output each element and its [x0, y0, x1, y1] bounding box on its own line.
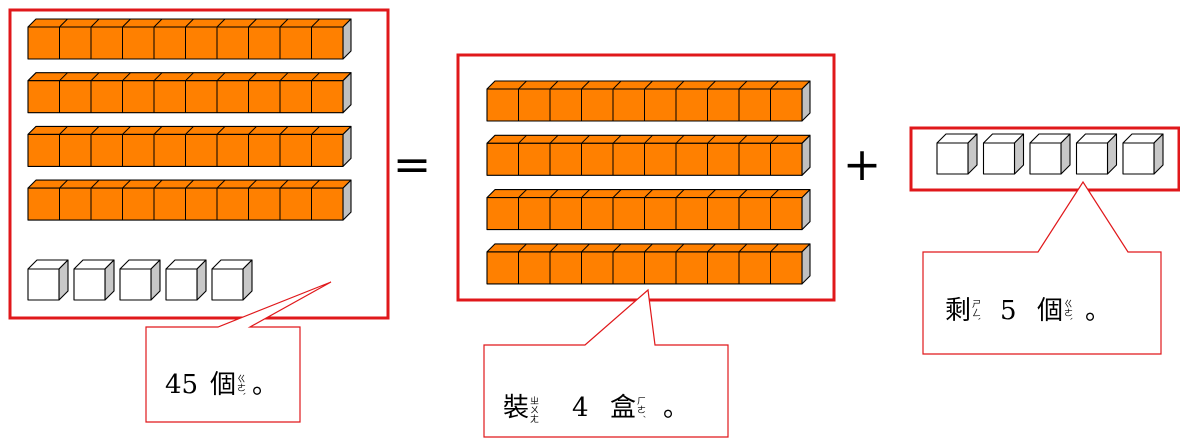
callout-remainder-char2: 個 [1037, 296, 1063, 326]
remainder-unit-cube-3 [1029, 133, 1071, 175]
total-ten-rod-3 [27, 125, 352, 167]
total-ten-rod-4 [27, 179, 352, 221]
plus-sign: + [843, 137, 882, 191]
callout-total-number: 45 [165, 370, 198, 400]
callout-remainder-bubble [922, 180, 1162, 355]
total-unit-cube-4 [165, 259, 207, 301]
boxes-ten-rod-1 [486, 80, 811, 122]
callout-total-char: 個 [210, 370, 236, 400]
callout-boxes-ruby1: ㄓㄨㄤ [528, 396, 539, 423]
total-ten-rod-2 [27, 72, 352, 114]
boxes-ten-rod-4 [486, 243, 811, 285]
callout-total-end: 。 [252, 370, 278, 400]
total-group-frame [8, 8, 390, 320]
boxes-ten-rod-2 [486, 134, 811, 176]
callout-total-bubble [145, 281, 332, 423]
callout-boxes-ruby2: ㄏㄜˊ [635, 396, 646, 419]
remainder-unit-cube-2 [982, 133, 1025, 175]
total-unit-cube-1 [27, 259, 69, 301]
callout-remainder-number: 5 [1000, 296, 1017, 326]
remainder-unit-cube-5 [1122, 133, 1164, 175]
callout-boxes-bubble [483, 288, 729, 438]
callout-remainder-ruby2: ㄍㄜˋ [1062, 299, 1073, 322]
remainder-unit-cube-1 [936, 133, 978, 175]
boxes-ten-rod-3 [486, 189, 811, 231]
remainder-unit-cube-4 [1075, 133, 1118, 175]
total-ten-rod-1 [27, 18, 352, 60]
callout-boxes-number: 4 [572, 393, 589, 423]
callout-remainder-char1: 剩 [945, 296, 971, 326]
remainder-group-frame [909, 126, 1180, 192]
callout-boxes-char2: 盒 [610, 393, 636, 423]
callout-boxes-char1: 裝 [503, 393, 529, 423]
equals-sign: = [393, 137, 432, 191]
callout-boxes-end: 。 [663, 393, 689, 423]
callout-total-ruby: ㄍㄜˋ [235, 374, 246, 397]
callout-remainder-end: 。 [1085, 296, 1111, 326]
total-unit-cube-2 [73, 259, 115, 301]
callout-remainder: 剩 ㄕㄥˋ 5 個 ㄍㄜˋ 。 [922, 180, 1162, 355]
base-ten-blocks [27, 18, 1164, 301]
total-unit-cube-5 [211, 259, 253, 301]
callout-boxes: 裝 ㄓㄨㄤ 4 盒 ㄏㄜˊ 。 [483, 288, 729, 438]
callout-total: 45 個 ㄍㄜˋ 。 [145, 281, 332, 423]
callout-remainder-ruby1: ㄕㄥˋ [970, 299, 981, 322]
total-unit-cube-3 [119, 259, 161, 301]
